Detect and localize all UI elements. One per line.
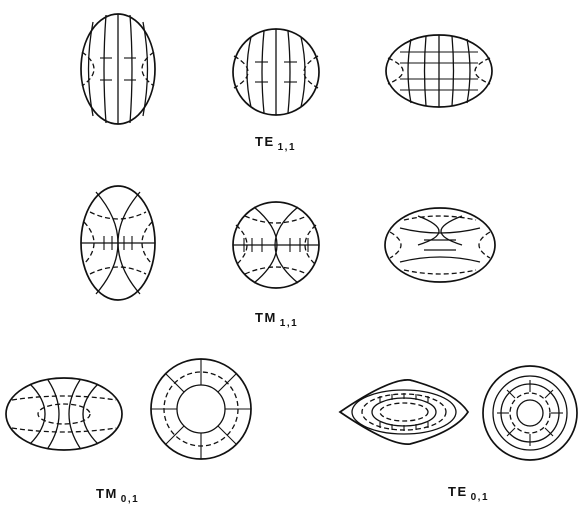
tm01-ellipse-pattern (6, 378, 122, 450)
tm01-circle-pattern (151, 359, 251, 459)
tm11-circle-pattern (233, 202, 319, 288)
te11-tall-ellipse-pattern (81, 14, 155, 124)
tm11-tall-ellipse-pattern (81, 186, 155, 300)
te11-wide-ellipse-pattern (386, 35, 492, 107)
te11-circle-pattern (233, 29, 319, 115)
te01-circle-pattern (483, 366, 577, 460)
tm11-wide-ellipse-pattern (385, 208, 495, 282)
te01-ellipse-pattern (340, 380, 468, 444)
